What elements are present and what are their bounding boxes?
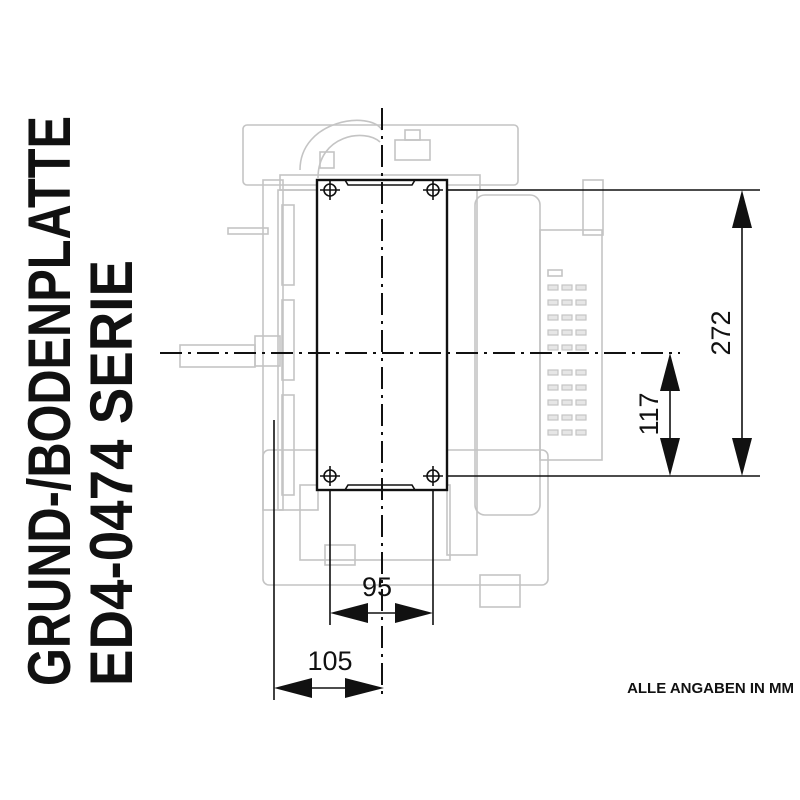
grille-slats bbox=[547, 284, 587, 436]
dimension-95-label: 95 bbox=[362, 572, 392, 602]
units-note: ALLE ANGABEN IN MM bbox=[627, 680, 794, 697]
dimension-117-label: 117 bbox=[634, 392, 664, 435]
mounting-hole-bottom-left bbox=[320, 466, 340, 486]
dimension-105-label: 105 bbox=[307, 646, 352, 676]
dimension-117: 117 bbox=[634, 353, 680, 476]
dimension-272-label: 272 bbox=[706, 310, 736, 355]
mounting-hole-top-left bbox=[320, 180, 340, 200]
mounting-hole-top-right bbox=[423, 180, 443, 200]
dimension-105: 105 bbox=[273, 420, 384, 700]
mounting-hole-bottom-right bbox=[423, 466, 443, 486]
dimension-272: 272 bbox=[447, 189, 760, 477]
dimension-95: 95 bbox=[329, 490, 434, 625]
title-line-2: ED4-0474 SERIE bbox=[78, 260, 145, 686]
title-line-1: GRUND-/BODENPLATTE bbox=[16, 116, 83, 686]
